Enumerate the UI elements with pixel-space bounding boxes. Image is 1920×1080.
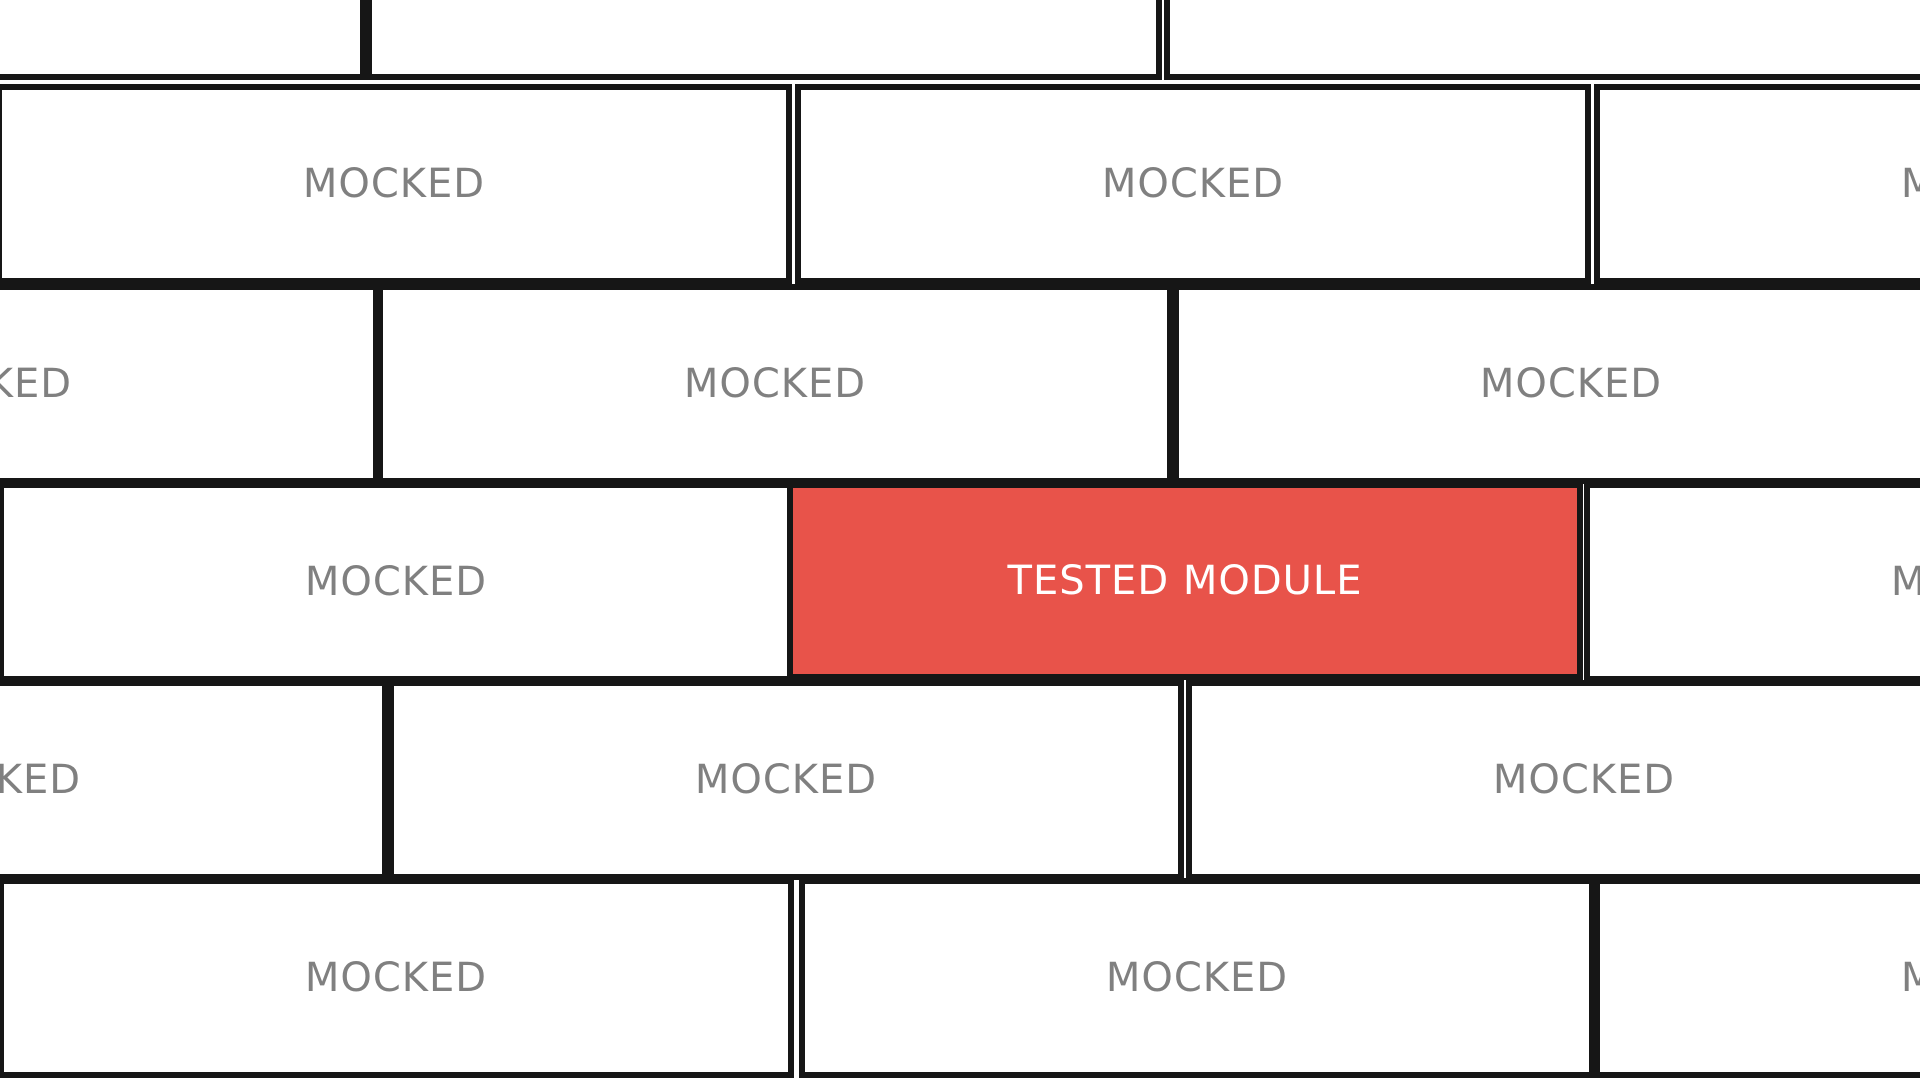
- mocked-brick: MOCKED: [1173, 284, 1920, 484]
- brick-row: MOCKED MOCKED MOCKED: [0, 284, 1920, 484]
- tested-module-label: TESTED MODULE: [1007, 558, 1363, 604]
- mocked-brick: MOCKED: [795, 84, 1591, 284]
- brick-label: MOCKED: [1492, 757, 1676, 803]
- brick-row: MOCKED MOCKED MOCKED: [0, 878, 1920, 1078]
- brick-label: MOCKED: [304, 955, 488, 1001]
- mocked-brick: [1164, 0, 1920, 80]
- mocked-brick: MOCKED: [0, 284, 379, 484]
- mocked-brick: MOCKED: [0, 84, 792, 284]
- brick-label: MOCKED: [1901, 955, 1920, 1001]
- mocked-brick: [366, 0, 1162, 80]
- brick-row: MOCKED MOCKED MOCKED: [0, 84, 1920, 284]
- brick-label: MOCKED: [683, 361, 867, 407]
- brick-label: MOCKED: [0, 361, 73, 407]
- mocked-brick: MOCKED: [1594, 878, 1920, 1078]
- mocked-brick: MOCKED: [0, 482, 794, 682]
- brick-label: MOCKED: [1101, 161, 1285, 207]
- brick-label: MOCKED: [694, 757, 878, 803]
- brick-row: MOCKED MOCKED MOCKED: [0, 680, 1920, 880]
- brick-label: MOCKED: [1479, 361, 1663, 407]
- mocked-brick: MOCKED: [388, 680, 1184, 880]
- mocked-brick: MOCKED: [0, 878, 794, 1078]
- mocked-brick: [0, 0, 366, 80]
- mocked-brick: MOCKED: [1594, 84, 1920, 284]
- mocked-brick: MOCKED: [1584, 482, 1920, 682]
- brick-label: MOCKED: [1901, 161, 1920, 207]
- mocked-brick: MOCKED: [377, 284, 1173, 484]
- brick-row: [0, 0, 1920, 80]
- brick-label: MOCKED: [1891, 559, 1920, 605]
- brick-row: MOCKED TESTED MODULE MOCKED: [0, 482, 1920, 682]
- mocked-brick: MOCKED: [0, 680, 388, 880]
- tested-module-brick: TESTED MODULE: [787, 482, 1583, 680]
- brick-label: MOCKED: [0, 757, 82, 803]
- brick-label: MOCKED: [304, 559, 488, 605]
- mocked-brick: MOCKED: [799, 878, 1595, 1078]
- brick-label: MOCKED: [1105, 955, 1289, 1001]
- brick-label: MOCKED: [302, 161, 486, 207]
- mocked-brick: MOCKED: [1186, 680, 1920, 880]
